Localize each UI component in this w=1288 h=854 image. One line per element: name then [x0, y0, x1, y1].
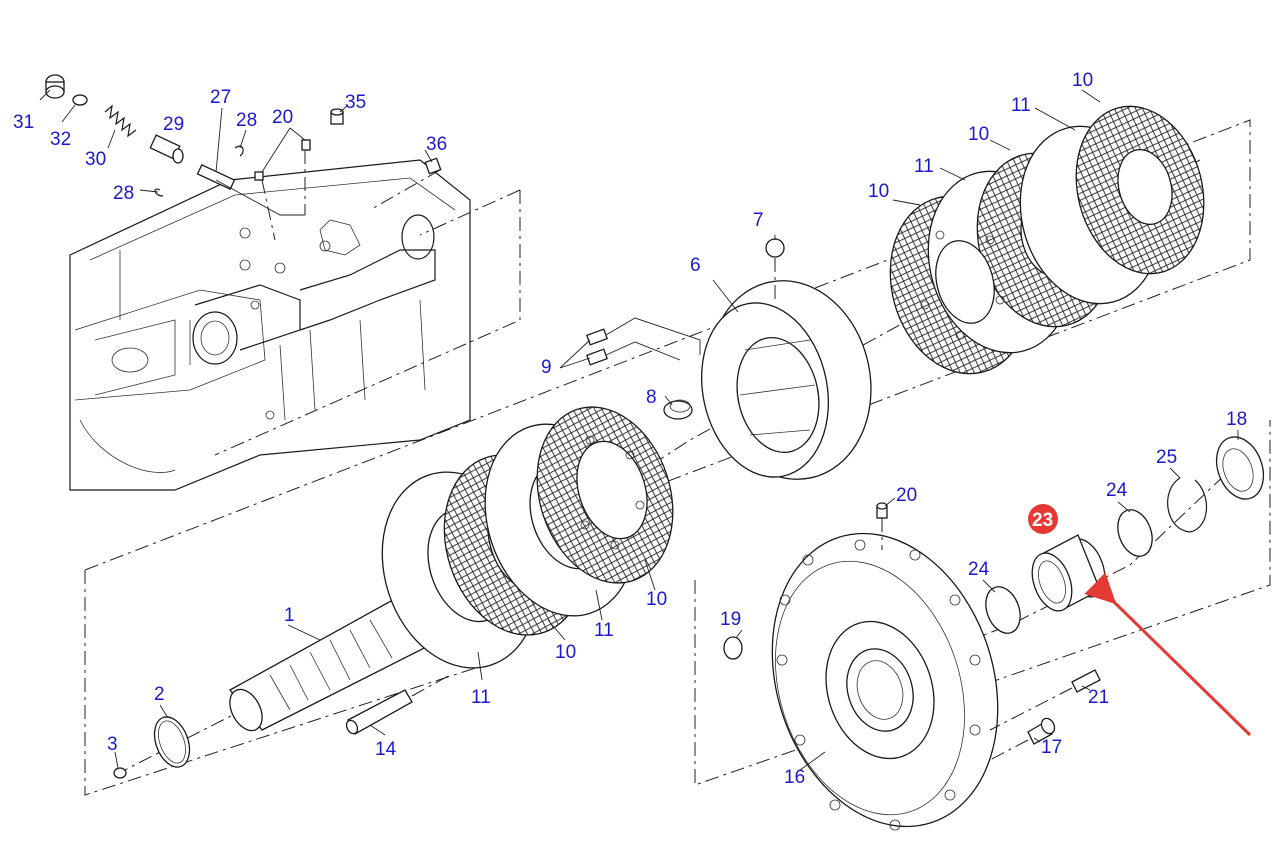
callout-35: 35: [345, 92, 366, 113]
callout-24-lower: 24: [968, 559, 990, 580]
washer-32: [72, 94, 88, 106]
callout-29: 29: [163, 114, 184, 135]
clip-28-lower: [154, 188, 164, 197]
nut-3: [113, 767, 127, 779]
valve-29: [149, 134, 184, 164]
callout-3: 3: [107, 734, 118, 755]
callout-28-upper: 28: [236, 110, 257, 131]
callout-11-c: 11: [471, 687, 491, 708]
callout-21: 21: [1088, 687, 1109, 708]
callout-11-b: 11: [1011, 95, 1031, 116]
pins-9: [585, 317, 701, 366]
valve-parts-group: [39, 74, 442, 241]
callout-10-b: 10: [968, 124, 989, 145]
seal-18: [1215, 436, 1265, 500]
spring-30: [104, 104, 137, 138]
callout-31: 31: [13, 112, 34, 133]
leader-lines: [114, 89, 1239, 771]
callout-10-c: 10: [1072, 70, 1093, 91]
callout-30: 30: [85, 149, 106, 170]
circlip-25: [1167, 477, 1208, 533]
pin-27: [196, 163, 236, 191]
ring-24-a: [1117, 509, 1153, 557]
callout-19: 19: [720, 609, 741, 630]
callout-28-lower: 28: [113, 183, 134, 204]
callout-14: 14: [375, 739, 397, 760]
callout-18: 18: [1226, 409, 1247, 430]
cover-16: [771, 532, 999, 831]
callout-17: 17: [1041, 737, 1062, 758]
callout-7: 7: [753, 210, 764, 231]
callout-labels: 31 32 30 29 27 28 28 20 35 36 7 6 9 8 10…: [13, 70, 1247, 788]
callout-23: 23: [1032, 510, 1053, 531]
callout-10-d: 10: [555, 642, 576, 663]
callout-1: 1: [284, 605, 295, 626]
washer-19: [723, 636, 743, 660]
callout-11-d: 11: [594, 620, 614, 641]
callout-8: 8: [646, 387, 657, 408]
disc-pack-upper: [889, 105, 1205, 375]
callout-16: 16: [784, 767, 805, 788]
transmission-housing: [69, 159, 471, 491]
callout-11-a: 11: [914, 156, 934, 177]
callout-25: 25: [1156, 447, 1177, 468]
plug-20-b: [254, 171, 264, 181]
bearing-23: [1031, 534, 1106, 612]
callout-27: 27: [210, 87, 231, 108]
callout-24-upper: 24: [1106, 480, 1128, 501]
plug-35: [330, 108, 344, 125]
highlight-badge-23: [1028, 504, 1058, 534]
screw-21: [1071, 669, 1101, 693]
callout-36: 36: [426, 134, 447, 155]
callout-10-a: 10: [868, 181, 889, 202]
boundary-upper: [214, 189, 521, 456]
clip-28-upper: [234, 145, 244, 157]
callout-9: 9: [541, 357, 552, 378]
callout-20-lower: 20: [896, 485, 917, 506]
boundary-main-right: [694, 420, 1271, 786]
highlight-arrow: [1084, 572, 1252, 737]
ball-7: [765, 238, 785, 258]
callout-32: 32: [50, 129, 71, 150]
snap-ring-2: [153, 716, 191, 768]
callout-6: 6: [690, 255, 701, 276]
disc-pack-lower: [381, 406, 674, 669]
spring-8: [663, 399, 693, 420]
boundary-main-left: [84, 119, 1251, 796]
callout-2: 2: [154, 684, 165, 705]
ring-24-b: [985, 586, 1021, 634]
callout-10-e: 10: [646, 589, 667, 610]
plug-20-a: [301, 139, 311, 151]
cap-31: [45, 74, 65, 99]
callout-20-upper: 20: [272, 107, 293, 128]
pin-14: [345, 689, 413, 735]
piston-6: [701, 280, 872, 480]
